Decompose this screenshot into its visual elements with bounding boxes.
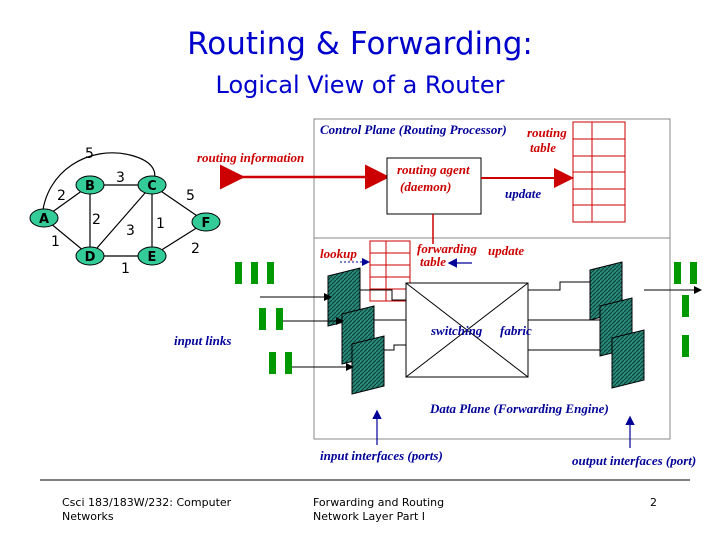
node-d: D (75, 246, 105, 266)
routing-table-label-2: table (530, 140, 556, 155)
fabric-label: fabric (500, 323, 532, 338)
routing-agent-label-1: routing agent (397, 162, 470, 177)
node-c-label: C (147, 179, 157, 194)
network-graph: A B C D E F 5 2 3 5 2 1 2 3 1 1 (29, 146, 221, 277)
input-links-label: input links (174, 333, 231, 348)
input-packets (235, 262, 292, 374)
slide-subtitle: Logical View of a Router (215, 71, 505, 99)
switching-label: switching (430, 323, 483, 338)
weight-a-c: 5 (85, 146, 94, 162)
output-packets (674, 262, 697, 357)
page-number: 2 (650, 496, 657, 509)
routing-table-label-1: routing (527, 125, 567, 140)
weight-d-c: 3 (126, 223, 135, 239)
weight-c-e: 1 (156, 216, 165, 232)
forwarding-table-grid (369, 240, 411, 302)
forwarding-table-label-2: table (420, 254, 446, 269)
weight-b-d: 2 (92, 212, 101, 228)
footer-course-line1: Csci 183/183W/232: Computer (62, 496, 232, 509)
output-ports (589, 261, 645, 389)
input-interfaces-label: input interfaces (ports) (320, 448, 443, 463)
node-c: C (137, 175, 167, 195)
weight-e-f: 2 (191, 241, 200, 257)
footer-course: Csci 183/183W/232: Computer Networks (62, 496, 231, 524)
routing-agent-label-2: (daemon) (400, 179, 451, 194)
data-plane-label: Data Plane (Forwarding Engine) (429, 401, 609, 416)
forwarding-table-label-1: forwarding (417, 241, 477, 256)
routing-information-label: routing information (197, 150, 304, 165)
footer-topic: Forwarding and Routing Network Layer Par… (313, 496, 444, 524)
routing-table-grid (572, 121, 626, 223)
node-a-label: A (39, 212, 49, 227)
footer-topic-line2: Network Layer Part I (313, 510, 426, 523)
node-b-label: B (85, 179, 95, 194)
footer-course-line2: Networks (62, 510, 114, 523)
input-ports (327, 267, 385, 395)
node-e-label: E (148, 250, 157, 265)
weight-a-b: 2 (57, 188, 66, 204)
weight-b-c: 3 (116, 170, 125, 186)
weight-c-f: 5 (186, 188, 195, 204)
node-a: A (29, 208, 59, 228)
node-f-label: F (202, 216, 211, 231)
footer-topic-line1: Forwarding and Routing (313, 496, 445, 509)
weight-a-d: 1 (51, 234, 60, 250)
lookup-label: lookup (320, 246, 357, 261)
node-d-label: D (85, 250, 96, 265)
node-f: F (191, 212, 221, 232)
routing-agent-box (386, 157, 482, 215)
node-e: E (137, 246, 167, 266)
update-label: update (505, 186, 541, 201)
output-interfaces-label: output interfaces (port) (572, 453, 696, 468)
weight-d-e: 1 (121, 261, 130, 277)
update2-label: update (488, 243, 524, 258)
slide-title: Routing & Forwarding: (187, 26, 533, 62)
node-b: B (75, 175, 105, 195)
control-plane-label: Control Plane (Routing Processor) (320, 122, 507, 137)
